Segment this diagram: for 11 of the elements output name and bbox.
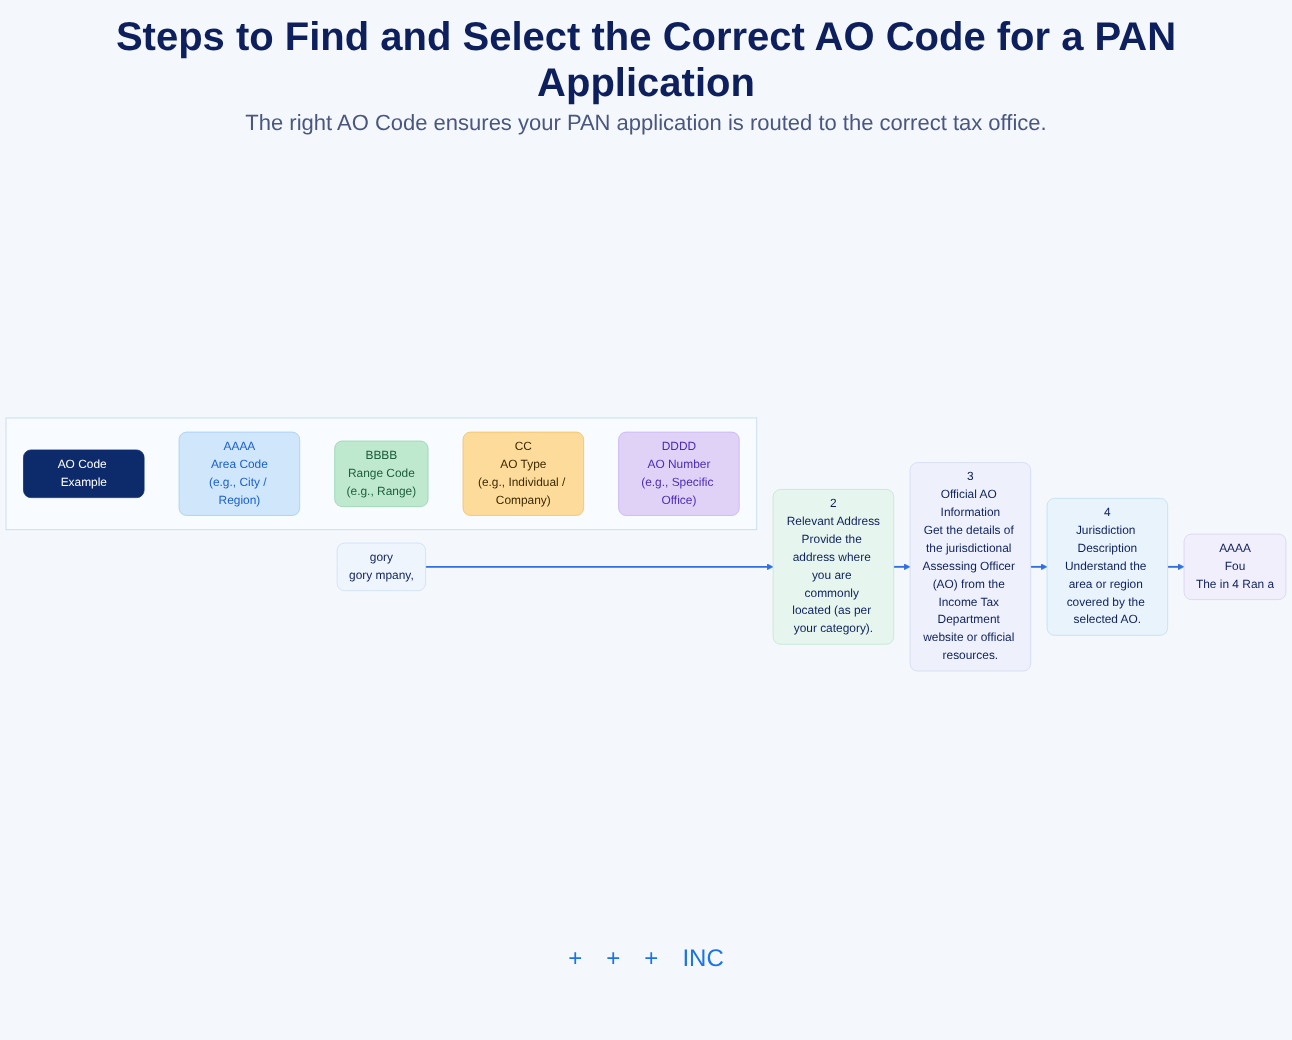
arrow bbox=[424, 563, 774, 570]
note-text: + bbox=[644, 944, 659, 972]
title: Steps to Find and Select the Correct AO Code for a PAN Application bbox=[113, 16, 1179, 108]
arrow bbox=[892, 563, 911, 570]
note-text: INC bbox=[682, 944, 724, 972]
arrow bbox=[1166, 563, 1185, 570]
arrow bbox=[1029, 563, 1048, 570]
note-text: + bbox=[606, 944, 621, 972]
note-text: + bbox=[568, 944, 583, 972]
cluster bbox=[5, 416, 758, 530]
subtitle: The right AO Code ensures your PAN application is routed to the correct tax office. bbox=[245, 112, 1047, 136]
